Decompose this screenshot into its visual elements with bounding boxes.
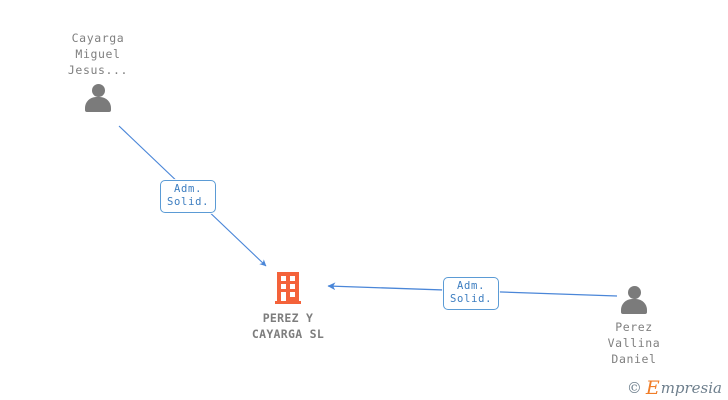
node-label-line: Cayarga bbox=[71, 31, 125, 45]
node-label-line: Miguel bbox=[75, 47, 121, 61]
person-body-shape bbox=[85, 97, 111, 112]
node-label-line: Vallina bbox=[607, 336, 661, 350]
edge-label-line: Solid. bbox=[167, 196, 210, 208]
node-label-cayarga-miguel-jesus: Cayarga Miguel Jesus... bbox=[48, 30, 148, 78]
building-window bbox=[290, 292, 295, 297]
node-person-perez-vallina-daniel[interactable]: Perez Vallina Daniel bbox=[584, 286, 684, 367]
person-icon[interactable] bbox=[83, 84, 113, 112]
building-window bbox=[281, 276, 286, 281]
person-head-shape bbox=[91, 84, 105, 97]
building-base-shape bbox=[275, 301, 301, 304]
watermark-empresia: © E mpresia bbox=[627, 379, 722, 398]
node-label-line: PEREZ Y bbox=[262, 311, 314, 325]
copyright-icon: © bbox=[626, 379, 642, 397]
building-window bbox=[290, 284, 295, 289]
edge-label-line: Adm. bbox=[174, 183, 203, 195]
node-label-line: CAYARGA SL bbox=[251, 327, 325, 341]
person-body-shape bbox=[621, 299, 647, 314]
node-label-perez-y-cayarga-sl: PEREZ Y CAYARGA SL bbox=[218, 310, 358, 342]
edge-label-adm-solid-cayarga[interactable]: Adm. Solid. bbox=[160, 180, 217, 213]
node-company-perez-y-cayarga-sl[interactable]: PEREZ Y CAYARGA SL bbox=[218, 272, 358, 342]
company-building-icon[interactable] bbox=[275, 272, 301, 304]
building-door bbox=[281, 294, 286, 301]
edge-label-line: Adm. bbox=[457, 280, 486, 292]
node-label-line: Daniel bbox=[611, 352, 657, 366]
edge-label-adm-solid-perez[interactable]: Adm. Solid. bbox=[443, 277, 500, 310]
watermark-brand-rest: mpresia bbox=[660, 379, 722, 397]
person-head-shape bbox=[627, 286, 641, 299]
node-label-line: Jesus... bbox=[67, 63, 129, 77]
building-window bbox=[290, 276, 295, 281]
person-icon[interactable] bbox=[619, 286, 649, 314]
watermark-brand-initial: E bbox=[645, 377, 660, 399]
building-window bbox=[281, 284, 286, 289]
node-person-cayarga-miguel-jesus[interactable]: Cayarga Miguel Jesus... bbox=[48, 30, 148, 112]
node-label-perez-vallina-daniel: Perez Vallina Daniel bbox=[584, 319, 684, 367]
node-label-line: Perez bbox=[615, 320, 653, 334]
edge-label-line: Solid. bbox=[450, 293, 493, 305]
